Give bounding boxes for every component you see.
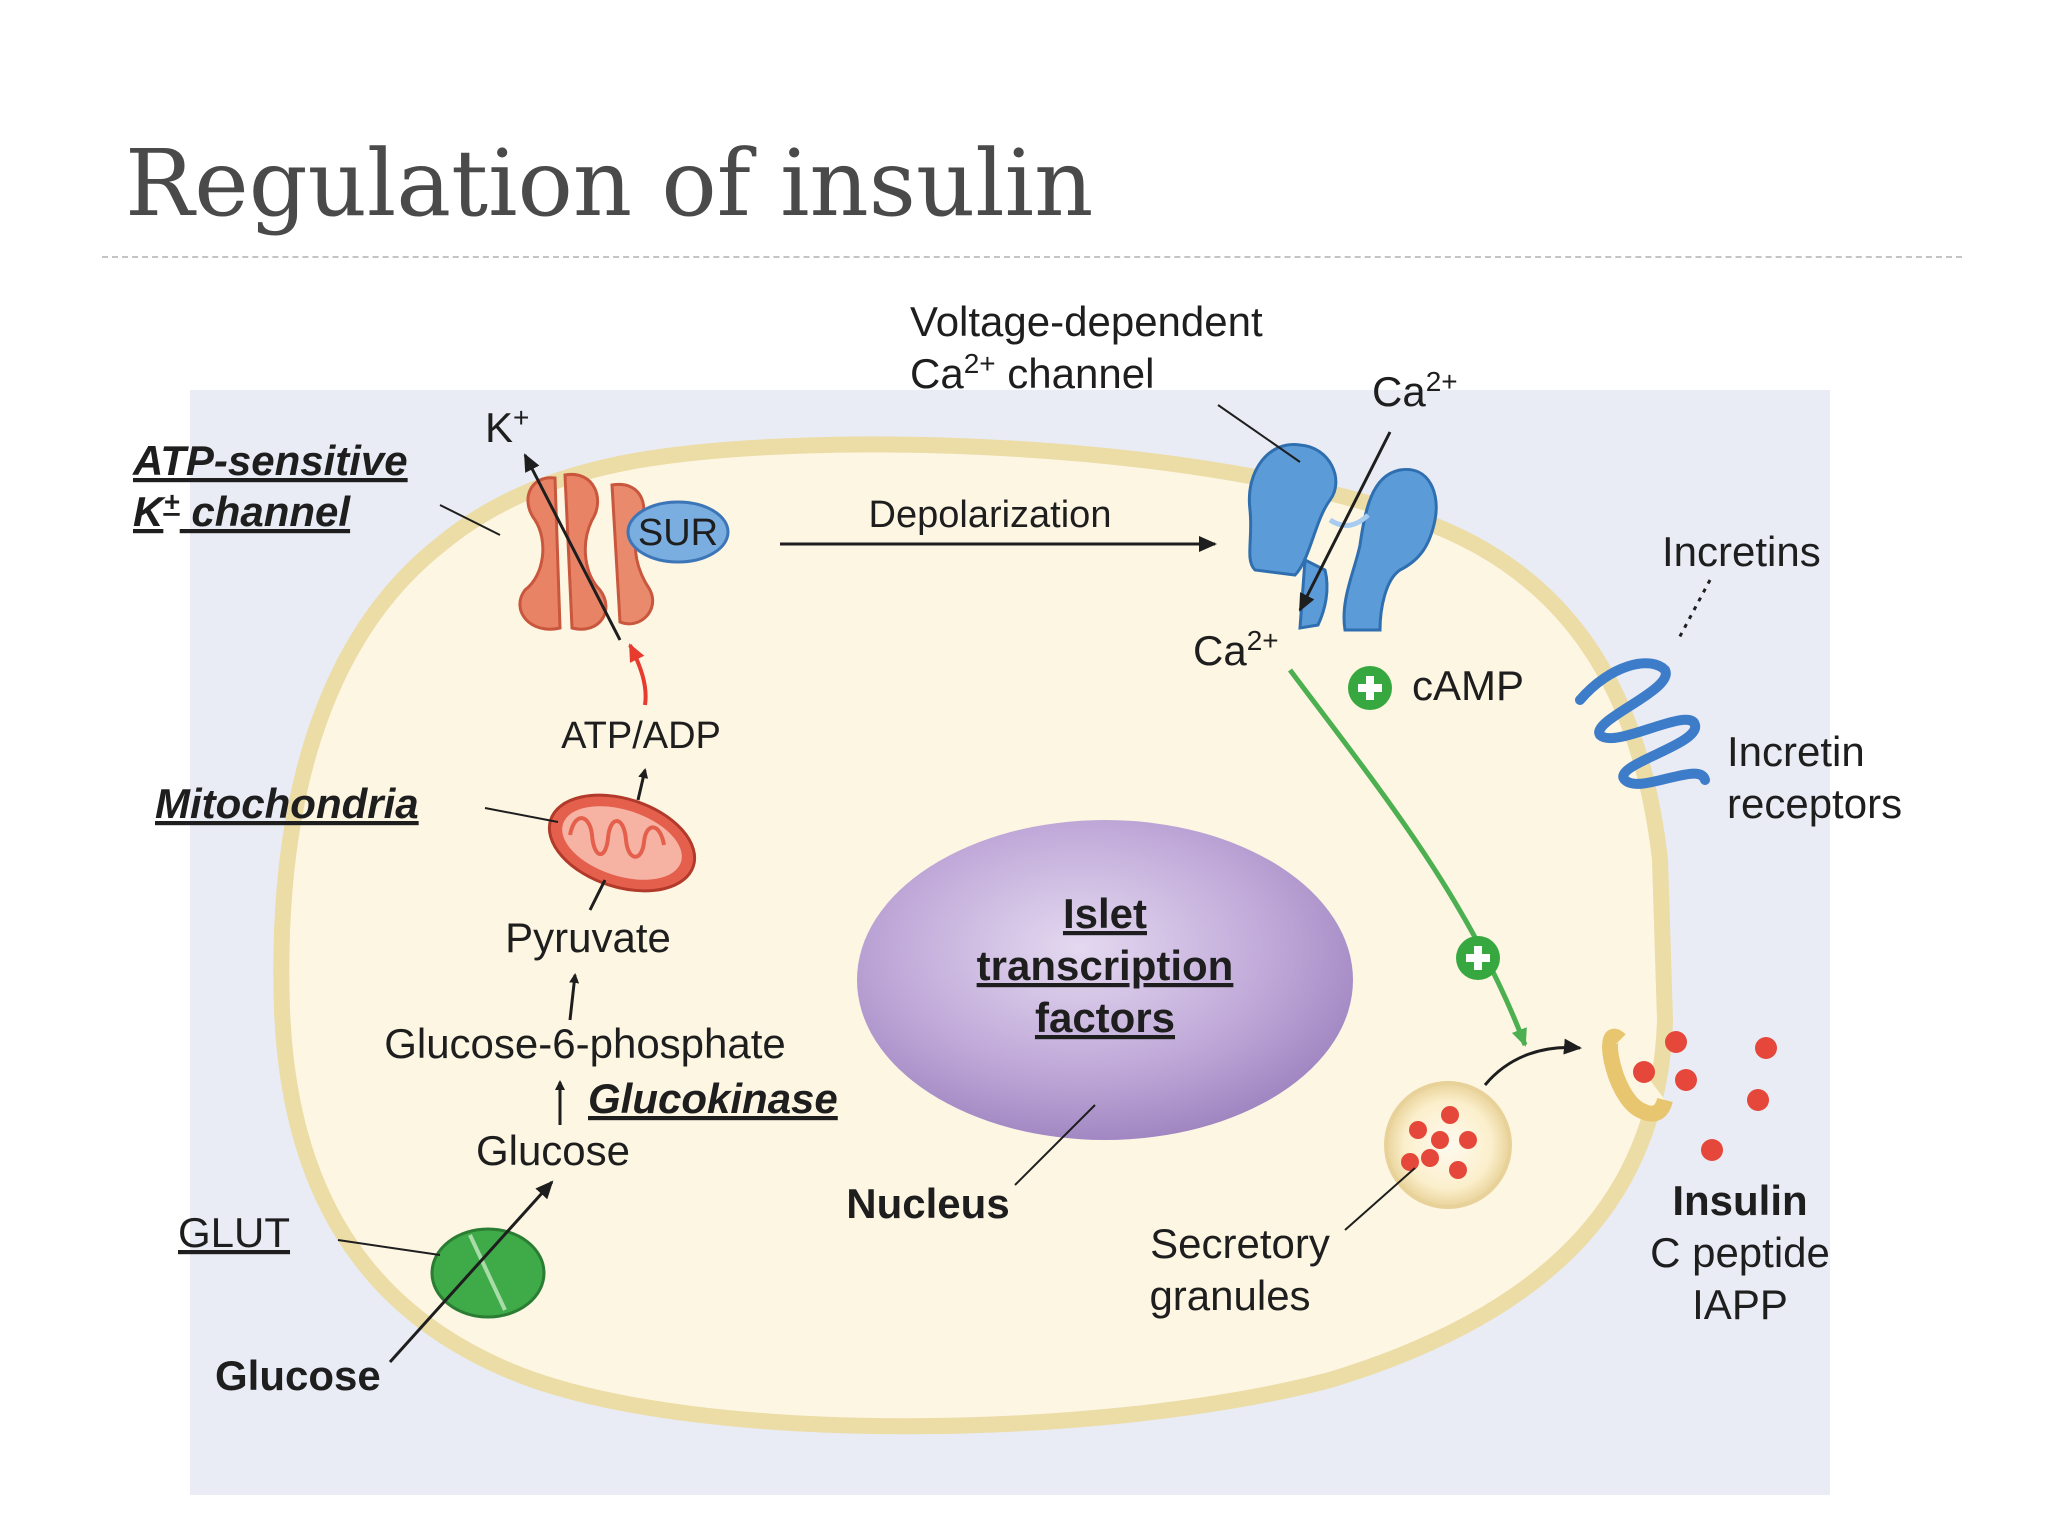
- atp-k-channel-label-2: K+ channel: [133, 486, 351, 536]
- released-insulin-dots: [1633, 1031, 1777, 1161]
- glucose-6-phosphate-label: Glucose-6-phosphate: [384, 1020, 786, 1067]
- incretin-receptors-label-1: Incretin: [1727, 728, 1865, 775]
- mitochondria-label: Mitochondria: [155, 780, 419, 827]
- c-peptide-label: C peptide: [1650, 1229, 1830, 1276]
- voltage-channel-leader: [1217, 404, 1301, 463]
- atp-k-channel-leader: [439, 504, 501, 536]
- glut-leader: [337, 1239, 441, 1256]
- nucleus: [857, 820, 1353, 1140]
- ca-inside-label: Ca2+: [1193, 625, 1279, 675]
- granule-leader: [1344, 1167, 1416, 1231]
- pyruvate-label: Pyruvate: [505, 914, 671, 961]
- granule-insulin-dots: [1401, 1106, 1477, 1179]
- nucleus-label: Nucleus: [846, 1180, 1009, 1227]
- sur-subunit: [626, 500, 730, 564]
- insulin-label: Insulin: [1672, 1177, 1807, 1224]
- atp-sensitive-k-channel: [518, 473, 655, 631]
- incretin-receptor-coil: [1575, 658, 1710, 789]
- mito-to-atp-arrow: [636, 768, 649, 801]
- incretins-label: Incretins: [1662, 528, 1821, 575]
- voltage-channel-label-1: Voltage-dependent: [910, 298, 1263, 345]
- iapp-label: IAPP: [1692, 1281, 1788, 1328]
- voltage-channel-label-2: Ca2+ channel: [910, 348, 1154, 398]
- pyruvate-to-mito-line: [588, 879, 607, 911]
- incretin-binding-dotted: [1676, 579, 1712, 641]
- ca-influx-arrow: [1298, 431, 1392, 612]
- ca-outside-label: Ca2+: [1372, 366, 1458, 416]
- islet-tf-label-2: transcription: [977, 942, 1234, 989]
- k-ion-label: K+: [485, 402, 529, 452]
- glucokinase-label: Glucokinase: [588, 1075, 838, 1122]
- secretory-granules-label-2: granules: [1149, 1272, 1310, 1319]
- secretory-granules-label-1: Secretory: [1150, 1220, 1330, 1267]
- islet-tf-label-1: Islet: [1063, 890, 1147, 937]
- camp-positive-marker: [1348, 666, 1392, 710]
- islet-tf-label-3: factors: [1035, 994, 1175, 1041]
- glucose-inside-label: Glucose: [476, 1127, 630, 1174]
- exocytosis-arrow: [1483, 1038, 1582, 1086]
- glucose-uptake-arrow: [388, 1180, 554, 1364]
- sur-label: SUR: [638, 512, 718, 554]
- glucose-outside-label: Glucose: [215, 1352, 381, 1399]
- depolarization-label: Depolarization: [869, 494, 1112, 536]
- camp-label: cAMP: [1412, 662, 1524, 709]
- mitochondrion: [547, 793, 697, 893]
- nucleus-leader: [1014, 1104, 1096, 1186]
- atp-k-channel-label-1: ATP-sensitive: [132, 437, 408, 484]
- secretory-granule: [1384, 1081, 1512, 1209]
- secretion-positive-marker: [1456, 936, 1500, 980]
- ca-stimulation-arrow: [1288, 668, 1528, 1047]
- atp-adp-label: ATP/ADP: [561, 715, 721, 757]
- incretin-receptors-label-2: receptors: [1727, 780, 1902, 827]
- atp-adp-to-channel-arrow: [628, 643, 648, 706]
- title-divider: [102, 256, 1962, 258]
- voltage-dependent-ca-channel: [1247, 442, 1438, 632]
- k-efflux-arrow: [523, 453, 622, 641]
- glut-transporter: [430, 1227, 546, 1319]
- slide-title: Regulation of insulin: [125, 130, 1094, 237]
- glut-label: GLUT: [178, 1209, 290, 1256]
- mitochondria-leader: [484, 807, 559, 823]
- g6p-to-pyruvate-arrow: [568, 973, 580, 1021]
